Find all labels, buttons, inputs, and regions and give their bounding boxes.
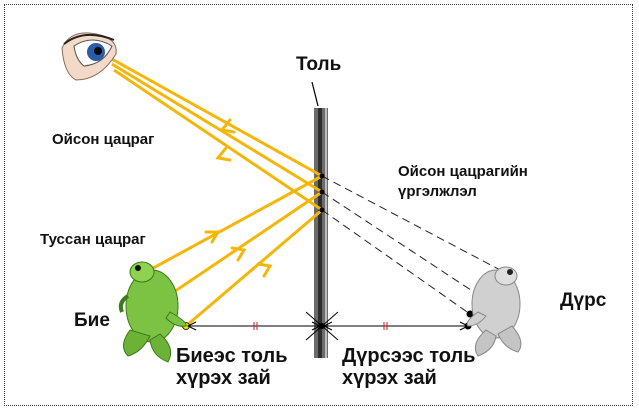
incident-ray-label: Туссан цацраг: [40, 231, 146, 248]
object-label: Бие: [74, 310, 110, 331]
image-label: Дүрс: [560, 290, 607, 311]
reflected-ray-extension-label-line2: үргэлжлэл: [398, 183, 477, 200]
object-distance-label-line1: Биеэс толь: [176, 345, 288, 367]
mirror-label: Толь: [296, 54, 341, 75]
diagram-frame: [4, 4, 633, 406]
reflected-rays: [109, 56, 323, 212]
reflected-ray-label: Ойсон цацраг: [52, 131, 154, 148]
mirror-pointer-line: [311, 81, 319, 107]
reflected-ray-extensions: [321, 175, 505, 315]
frog-image-icon: [466, 266, 522, 357]
object-distance-label-line2: хүрэх зай: [176, 367, 271, 389]
frog-icon: [118, 261, 187, 363]
equal-distance-ticks: [253, 322, 388, 330]
reflected-ray-extension-label-line1: Ойсон цацрагийн: [398, 163, 528, 180]
eye-icon: [61, 32, 117, 81]
image-distance-label-line1: Дүрсээс толь: [342, 345, 475, 367]
distance-lines: [186, 311, 470, 341]
mirror: [314, 108, 328, 358]
image-distance-label-line2: хүрэх зай: [342, 367, 437, 389]
ray-arrows: [204, 118, 273, 278]
